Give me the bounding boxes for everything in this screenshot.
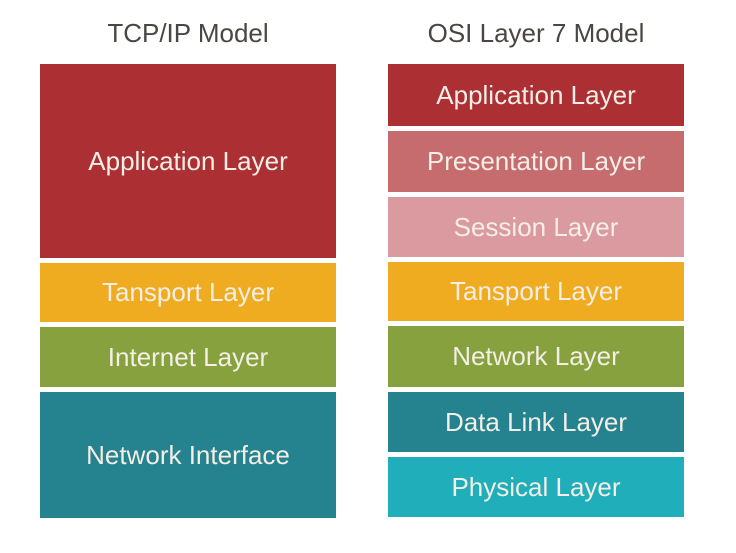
osi-layer-transport: Tansport Layer xyxy=(388,262,684,321)
layer-label: Application Layer xyxy=(436,79,636,110)
tcpip-layer-internet: Internet Layer xyxy=(40,327,336,387)
osi-layer-presentation: Presentation Layer xyxy=(388,131,684,192)
osi-layer-stack: Application Layer Presentation Layer Ses… xyxy=(388,64,684,517)
layer-label: Data Link Layer xyxy=(444,406,628,437)
tcpip-layer-network-interface: Network Interface xyxy=(40,392,336,518)
layer-label: Application Layer xyxy=(88,145,288,176)
layer-label: Network Interface xyxy=(86,439,290,470)
layer-label: Tansport Layer xyxy=(102,277,274,307)
tcpip-layer-application: Application Layer xyxy=(40,64,336,258)
layer-label: Session Layer xyxy=(453,211,619,242)
layer-label: Internet Layer xyxy=(107,341,269,372)
layer-label: Presentation Layer xyxy=(426,146,646,176)
osi-layer-session: Session Layer xyxy=(388,197,684,257)
tcpip-layer-stack: Application Layer Tansport Layer Interne… xyxy=(40,64,336,518)
osi-model-title: OSI Layer 7 Model xyxy=(427,18,645,48)
layer-label: Network Layer xyxy=(452,341,620,371)
tcpip-layer-transport: Tansport Layer xyxy=(40,263,336,322)
osi-layer-network: Network Layer xyxy=(388,326,684,387)
osi-layer-application: Application Layer xyxy=(388,64,684,126)
layer-label: Tansport Layer xyxy=(450,276,622,306)
osi-layer-physical: Physical Layer xyxy=(388,457,684,517)
osi-layer-data-link: Data Link Layer xyxy=(388,392,684,452)
layer-label: Physical Layer xyxy=(451,471,621,502)
tcpip-model-title: TCP/IP Model xyxy=(107,18,269,48)
